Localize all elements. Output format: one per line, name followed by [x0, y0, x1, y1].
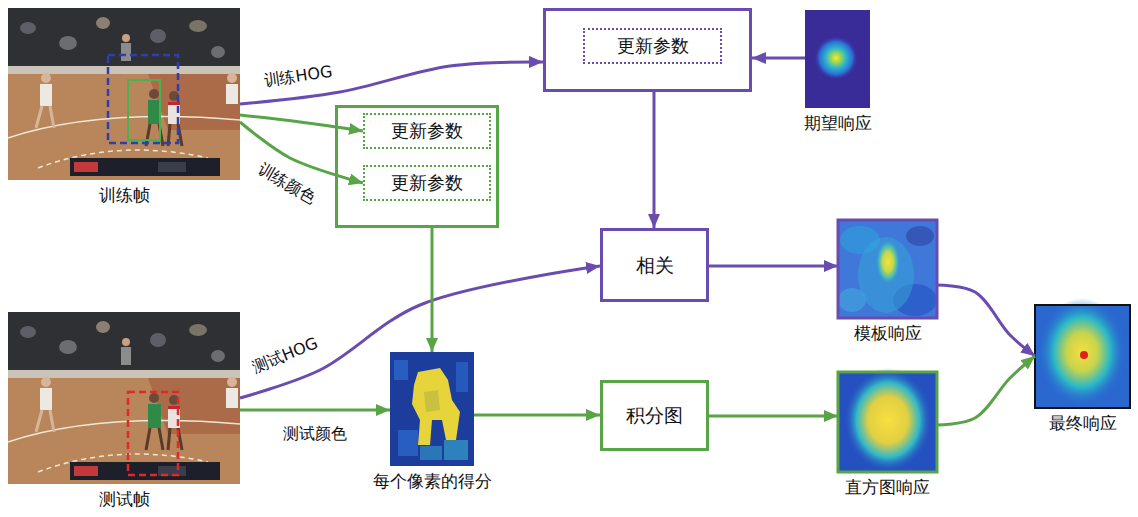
pixel-score-map [390, 352, 474, 466]
test-frame-picture [8, 312, 240, 484]
connector-arrow [709, 415, 838, 418]
video-frame: 测试帧 [8, 312, 240, 484]
histogram-response-map [838, 368, 937, 472]
node-label: 相关 [636, 254, 674, 277]
node-label: 更新参数 [617, 35, 689, 57]
connector-arrow [709, 265, 838, 268]
search-box [108, 55, 178, 143]
edge-label: 训练HOG [261, 61, 336, 90]
image-caption: 每个像素的得分 [373, 471, 492, 491]
connector-arrow [937, 285, 1035, 356]
process-box: 相关 [600, 228, 709, 302]
process-box: 更新参数 [363, 165, 491, 201]
image-caption: 测试帧 [99, 489, 150, 509]
image-caption: 直方图响应 [845, 477, 930, 497]
training-frame-picture [8, 8, 240, 180]
module-box: 更新参数更新参数 [335, 105, 499, 228]
peak-dot [1080, 351, 1088, 359]
connector-arrow [653, 92, 656, 228]
image-caption: 模板响应 [854, 323, 922, 343]
connector-arrow [474, 414, 600, 417]
response-map: 期望响应 [805, 10, 870, 108]
connector-arrow [240, 266, 600, 398]
module-box: 更新参数 [543, 8, 752, 92]
edge-label: 测试HOG [248, 332, 323, 377]
template-response-map [838, 220, 937, 318]
score-map: 每个像素的得分 [390, 352, 474, 466]
expected-response-map [805, 10, 870, 108]
target-box [128, 80, 160, 140]
edge-label: 训练颜色 [253, 158, 321, 209]
final-response-map [1035, 298, 1130, 408]
process-box: 积分图 [600, 380, 709, 451]
image-caption: 训练帧 [99, 185, 150, 205]
search-box [128, 392, 178, 475]
connector-arrow [937, 356, 1035, 425]
video-frame: 训练帧 [8, 8, 240, 180]
image-caption: 最终响应 [1049, 413, 1117, 433]
process-box: 更新参数 [363, 113, 491, 149]
node-label: 更新参数 [391, 120, 463, 142]
response-map: 最终响应 [1035, 305, 1130, 408]
edge-label: 测试颜色 [281, 424, 349, 443]
connector-arrow [240, 115, 363, 131]
response-map: 模板响应 [838, 220, 937, 318]
connector-arrow [240, 409, 390, 412]
response-map: 直方图响应 [838, 372, 937, 472]
connector-arrow [240, 62, 543, 104]
process-box: 更新参数 [583, 28, 722, 64]
image-caption: 期望响应 [804, 113, 872, 133]
connector-arrow [431, 228, 434, 352]
node-label: 更新参数 [391, 172, 463, 194]
node-label: 积分图 [626, 404, 683, 427]
connector-arrow [752, 57, 805, 60]
